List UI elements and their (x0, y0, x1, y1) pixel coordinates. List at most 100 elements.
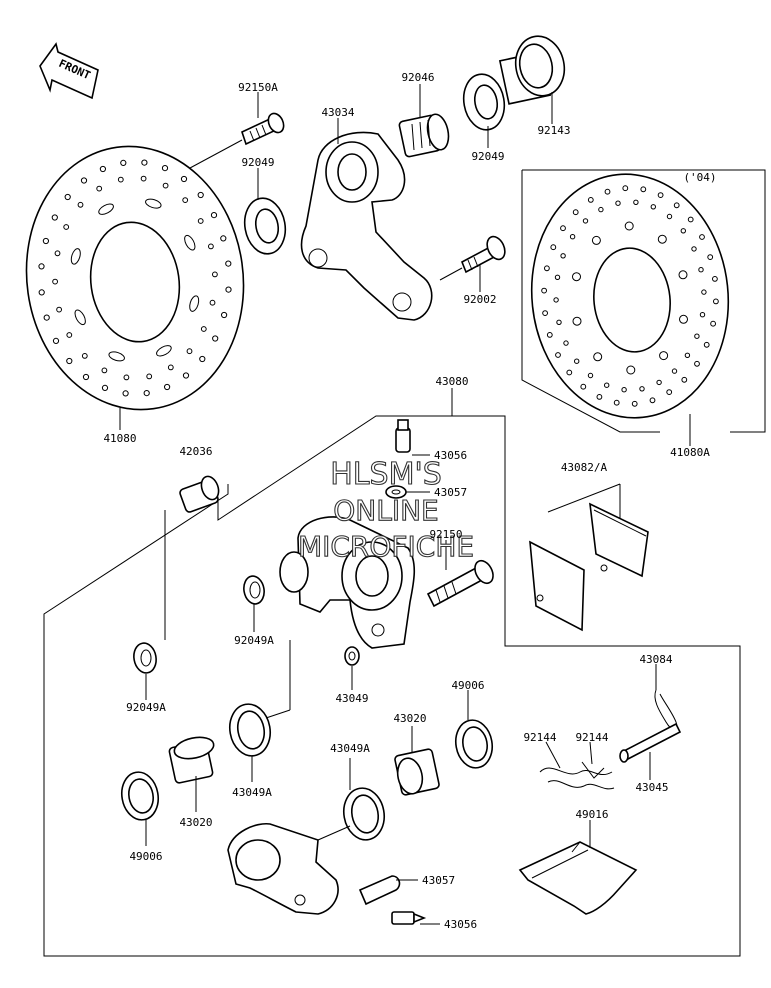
watermark-line-3: MICROFICHE (298, 530, 474, 563)
watermark: HLSM'S ONLINE MICROFICHE (297, 456, 474, 563)
disc-hole (120, 159, 127, 166)
label-43020-right: 43020 (393, 712, 426, 725)
disc-hole (161, 165, 169, 172)
disc-hole (208, 243, 214, 250)
disc-hole (657, 234, 667, 244)
disc-hole (699, 312, 706, 318)
disc-hole (679, 314, 688, 324)
disc-hole (82, 373, 90, 381)
disc-hole (666, 213, 673, 220)
label-92144-a: 92144 (523, 731, 556, 744)
label-49016: 49016 (575, 808, 608, 821)
seal-43049A-mid (342, 787, 386, 841)
brake-pads-43082A (529, 502, 649, 632)
disc-hole (210, 212, 218, 219)
disc-hole (542, 310, 548, 317)
disc-hole (146, 373, 153, 380)
leader-lines (119, 84, 691, 925)
springs-92144 (539, 761, 615, 790)
disc-hole (225, 286, 232, 293)
disc-slot (70, 248, 81, 265)
disc-hole (544, 265, 550, 272)
disc-hole (63, 224, 70, 230)
seal-92049A-left (133, 642, 157, 674)
disc-hole (197, 191, 204, 199)
disc-hole (556, 319, 562, 325)
disc-hole (52, 278, 58, 285)
disc-hole (671, 368, 678, 374)
label-43084: 43084 (639, 653, 672, 666)
disc-hole (81, 353, 88, 359)
disc-hole (182, 372, 190, 379)
bolt-92150 (426, 559, 494, 608)
disc-hole (673, 202, 680, 209)
bearing-92046 (398, 113, 450, 158)
piston-43020-right (394, 748, 440, 796)
disc-hole (560, 253, 566, 259)
label-43056-bottom: 43056 (444, 918, 477, 931)
disc-hole (572, 272, 581, 282)
disc-hole (566, 369, 573, 376)
disc-hole (713, 298, 719, 305)
disc-hole (569, 234, 576, 240)
label-43082A: 43082/A (561, 461, 608, 474)
disc-hole (613, 399, 620, 406)
disc-hole (80, 177, 88, 184)
label-92046: 92046 (401, 71, 434, 84)
bleeder-43056-top (395, 419, 411, 453)
label-41080: 41080 (103, 432, 136, 445)
disc-hole (687, 216, 694, 223)
disc-hole (649, 397, 656, 404)
label-43045: 43045 (635, 781, 668, 794)
disc-hole (56, 306, 62, 313)
disc-hole (680, 228, 686, 234)
label-42036: 42036 (179, 445, 212, 458)
disc-hole (546, 332, 553, 338)
disc-hole (563, 340, 569, 346)
disc-hole (678, 270, 688, 280)
disc-hole (710, 320, 716, 327)
pad-spring-49016 (518, 841, 638, 915)
disc-hole (593, 352, 603, 362)
disc-hole (694, 360, 700, 367)
front-arrow-icon: FRONT (39, 42, 99, 100)
disc-hole (587, 372, 594, 379)
collar-92143 (498, 35, 566, 105)
disc-hole (140, 175, 147, 182)
brake-disc-41080 (25, 145, 245, 411)
disc-hole (712, 276, 718, 282)
caliper-lower-half (227, 823, 339, 915)
label-92049-top: 92049 (241, 156, 274, 169)
disc-hole (598, 206, 604, 213)
disc-hole (101, 367, 108, 374)
sleeve-42036 (179, 475, 220, 513)
pin-43045 (619, 722, 682, 763)
disc-hole (141, 159, 148, 166)
disc-hole (659, 351, 669, 361)
watermark-line-2: ONLINE (333, 494, 438, 527)
label-49006-right: 49006 (451, 679, 484, 692)
disc-hole (574, 358, 580, 364)
watermark-line-1: HLSM'S (330, 457, 442, 492)
disc-hole (99, 165, 107, 173)
seal-49006-left (120, 771, 160, 821)
label-43049A-mid: 43049A (330, 742, 370, 755)
caliper-body (279, 516, 416, 649)
brake-disc-41080A (530, 173, 730, 419)
disc-hole (167, 364, 174, 371)
cap-43057-bottom (358, 875, 401, 906)
disc-hole (572, 209, 579, 216)
label-43056-top: 43056 (434, 449, 467, 462)
disc-hole (572, 316, 582, 326)
disc-hole (631, 400, 638, 407)
disc-hole (554, 274, 561, 280)
disc-slot (184, 234, 196, 251)
disc-hole (633, 199, 639, 206)
disc-hole (66, 357, 73, 365)
disc-hole (38, 289, 45, 296)
label-43020-left: 43020 (179, 816, 212, 829)
disc-hole (553, 297, 559, 303)
disc-hole (123, 374, 130, 381)
disc-hole (621, 387, 627, 393)
disc-hole (51, 214, 58, 221)
